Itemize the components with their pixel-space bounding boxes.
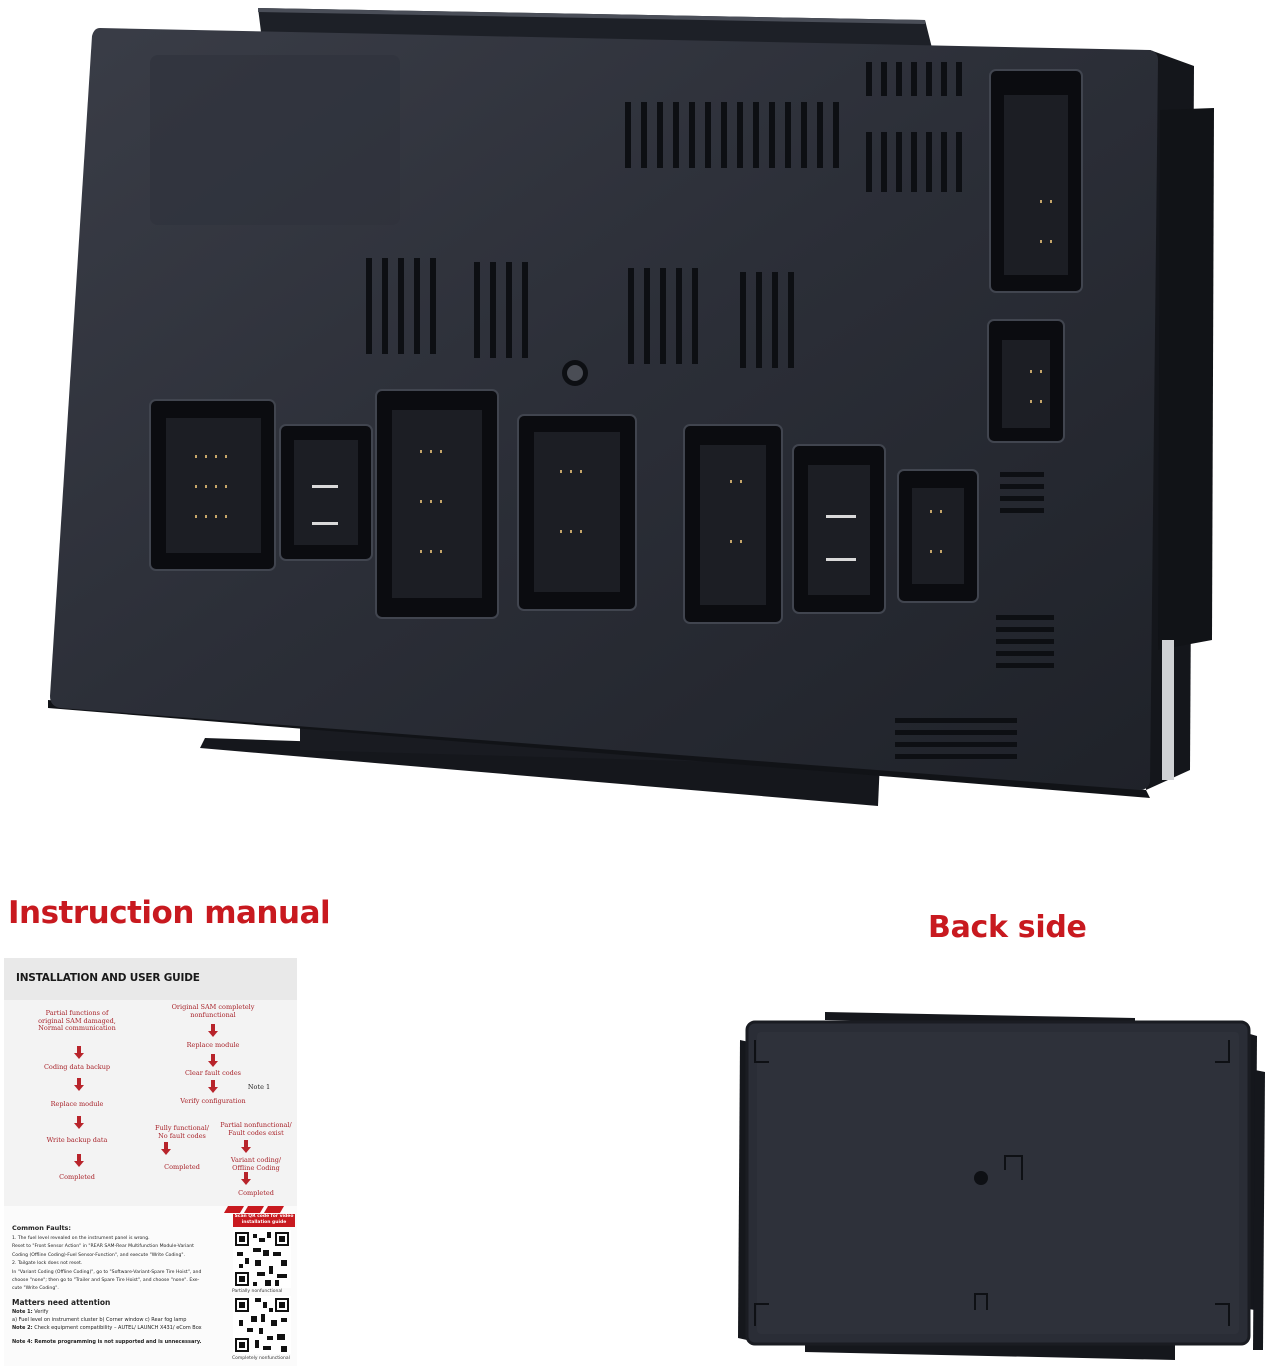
branch-left-step-2: Completed	[164, 1163, 200, 1171]
branch-right-step-2: Variant coding/ Offline Coding	[230, 1156, 282, 1172]
branch-right-step-3: Completed	[238, 1189, 274, 1197]
branch-left-step-1: Fully functional/ No fault codes	[155, 1124, 209, 1140]
flow-right-step-1: Original SAM completely nonfunctional	[171, 1003, 255, 1019]
flow-left-step-5: Completed	[59, 1173, 95, 1181]
note-2-label: Note 2:	[12, 1324, 33, 1331]
flow-left-step-4: Write backup data	[46, 1136, 108, 1144]
flow-left-step-3: Replace module	[50, 1100, 104, 1108]
qr-caption: Scan QR code for video installation guid…	[233, 1214, 295, 1227]
flow-right-step-3: Clear fault codes	[184, 1069, 242, 1077]
note-1-items: a) Fuel level on instrument cluster b) C…	[12, 1316, 187, 1323]
back-side-heading: Back side	[928, 910, 1087, 945]
common-faults-section: Common Faults: 1. The fuel level reveale…	[12, 1224, 232, 1346]
back-side-photo	[738, 1012, 1265, 1360]
manual-header: INSTALLATION AND USER GUIDE	[4, 958, 297, 1000]
product-photo	[48, 8, 1214, 806]
flow-left-step-1: Partial functions of original SAM damage…	[38, 1009, 116, 1032]
manual-header-title: INSTALLATION AND USER GUIDE	[16, 972, 200, 984]
qr-label-complete: Completely nonfunctional	[232, 1356, 290, 1361]
fault-line: In "Variant Coding (Offline Coding)", go…	[12, 1269, 202, 1275]
branch-right-step-1: Partial nonfunctional/ Fault codes exist	[220, 1121, 292, 1137]
qr-label-partial: Partially nonfunctional	[232, 1289, 283, 1294]
note-1-line: Note 1: Verify	[12, 1308, 232, 1316]
note-1-label: Note 1	[247, 1083, 271, 1091]
note-1-text: Verify	[32, 1308, 49, 1315]
instruction-manual-heading: Instruction manual	[8, 895, 331, 931]
flow-right-step-2: Replace module	[186, 1041, 240, 1049]
note-1-label: Note 1:	[12, 1308, 33, 1315]
note-2-line: Note 2: Check equipment compatibility – …	[12, 1324, 232, 1332]
matters-title: Matters need attention	[12, 1297, 111, 1307]
fault-line: choose "none"; then go to "Trailer and S…	[12, 1278, 200, 1284]
fault-line: cute "Write Coding".	[12, 1286, 59, 1292]
qr-code-icon	[233, 1230, 291, 1288]
manual-flowchart: Partial functions of original SAM damage…	[4, 1000, 297, 1206]
common-faults-title: Common Faults:	[12, 1224, 72, 1232]
fault-line: Reset to "Front Sensor Action" in "REAR …	[12, 1244, 194, 1250]
fault-line: Coding (Offline Coding)-Fuel Sensor-Func…	[12, 1252, 185, 1258]
note-2-text: Check equipment compatibility – AUTEL/ L…	[32, 1324, 202, 1331]
fault-line: 1. The fuel level revealed on the instru…	[12, 1236, 150, 1241]
fault-line: 2. Tailgate lock does not reset.	[12, 1261, 83, 1267]
flow-right-step-4: Verify configuration	[180, 1097, 246, 1105]
instruction-manual-page: INSTALLATION AND USER GUIDE Partial func…	[4, 958, 297, 1366]
flow-left-step-2: Coding data backup	[43, 1063, 111, 1071]
qr-code-icon	[233, 1296, 291, 1354]
note-4-line: Note 4: Remote programming is not suppor…	[12, 1338, 202, 1345]
